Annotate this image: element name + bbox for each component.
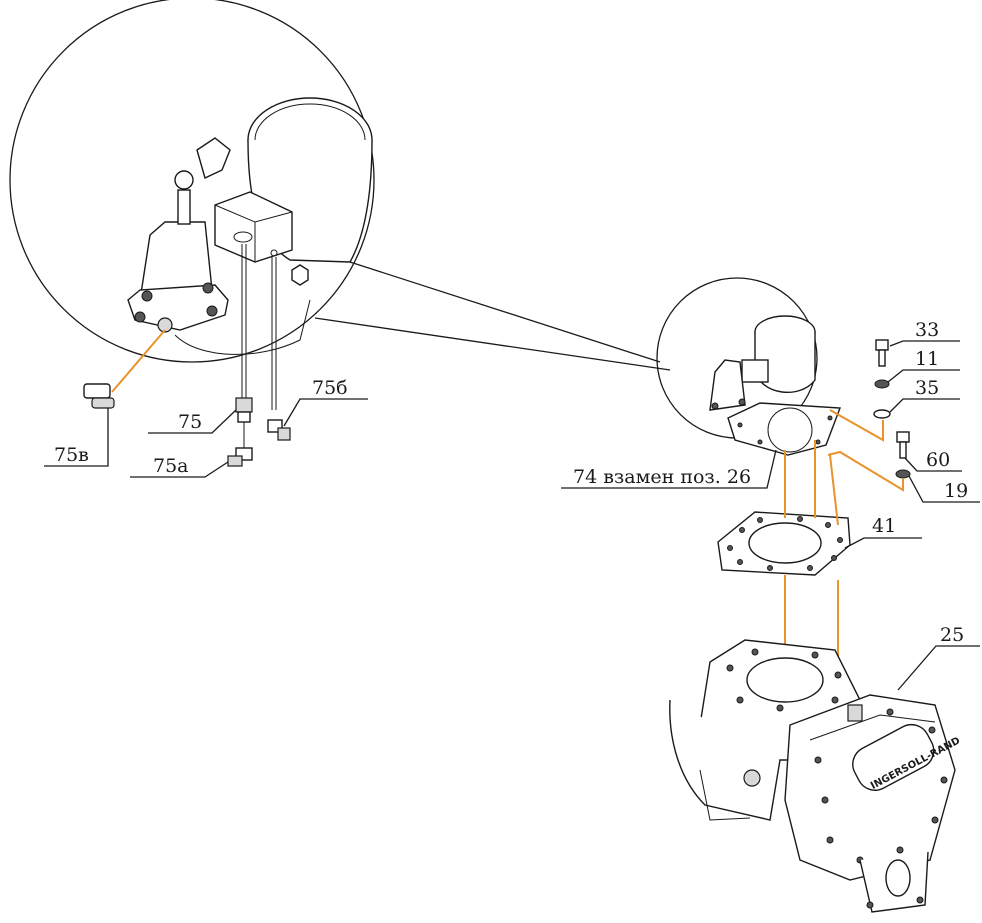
part-41-gasket bbox=[717, 511, 851, 576]
fitting-75a bbox=[227, 447, 253, 467]
label-60: 60 bbox=[926, 449, 950, 471]
label-75: 75 bbox=[178, 411, 202, 433]
fitting-75b bbox=[267, 419, 291, 441]
part-35-washer bbox=[873, 409, 891, 419]
label-74: 74 взамен поз. 26 bbox=[573, 466, 751, 488]
label-25: 25 bbox=[940, 624, 964, 646]
label-75v: 75в bbox=[54, 444, 89, 466]
detail-view-large bbox=[9, 0, 375, 410]
label-11: 11 bbox=[915, 348, 939, 370]
part-19-washer bbox=[895, 469, 911, 479]
nameplate bbox=[852, 723, 935, 791]
label-35: 35 bbox=[915, 377, 939, 399]
label-33: 33 bbox=[915, 319, 939, 341]
label-19: 19 bbox=[944, 480, 968, 502]
valve-stem bbox=[177, 189, 191, 225]
fitting-75 bbox=[235, 397, 253, 423]
part-11-washer bbox=[874, 379, 890, 389]
part-60-screw bbox=[896, 431, 910, 459]
label-75b: 75б bbox=[312, 377, 348, 399]
actuator-body bbox=[139, 221, 213, 301]
manifold-block bbox=[214, 191, 293, 263]
part-25-housing: INGERSOLL-RAND bbox=[669, 639, 962, 913]
detail-view-small bbox=[656, 277, 841, 456]
part-33-bolt bbox=[875, 339, 889, 367]
part-74-flange bbox=[727, 402, 841, 456]
fitting-75v bbox=[83, 383, 115, 409]
label-41: 41 bbox=[872, 515, 896, 537]
label-75a: 75а bbox=[153, 455, 189, 477]
detail-circle-large bbox=[9, 0, 375, 363]
